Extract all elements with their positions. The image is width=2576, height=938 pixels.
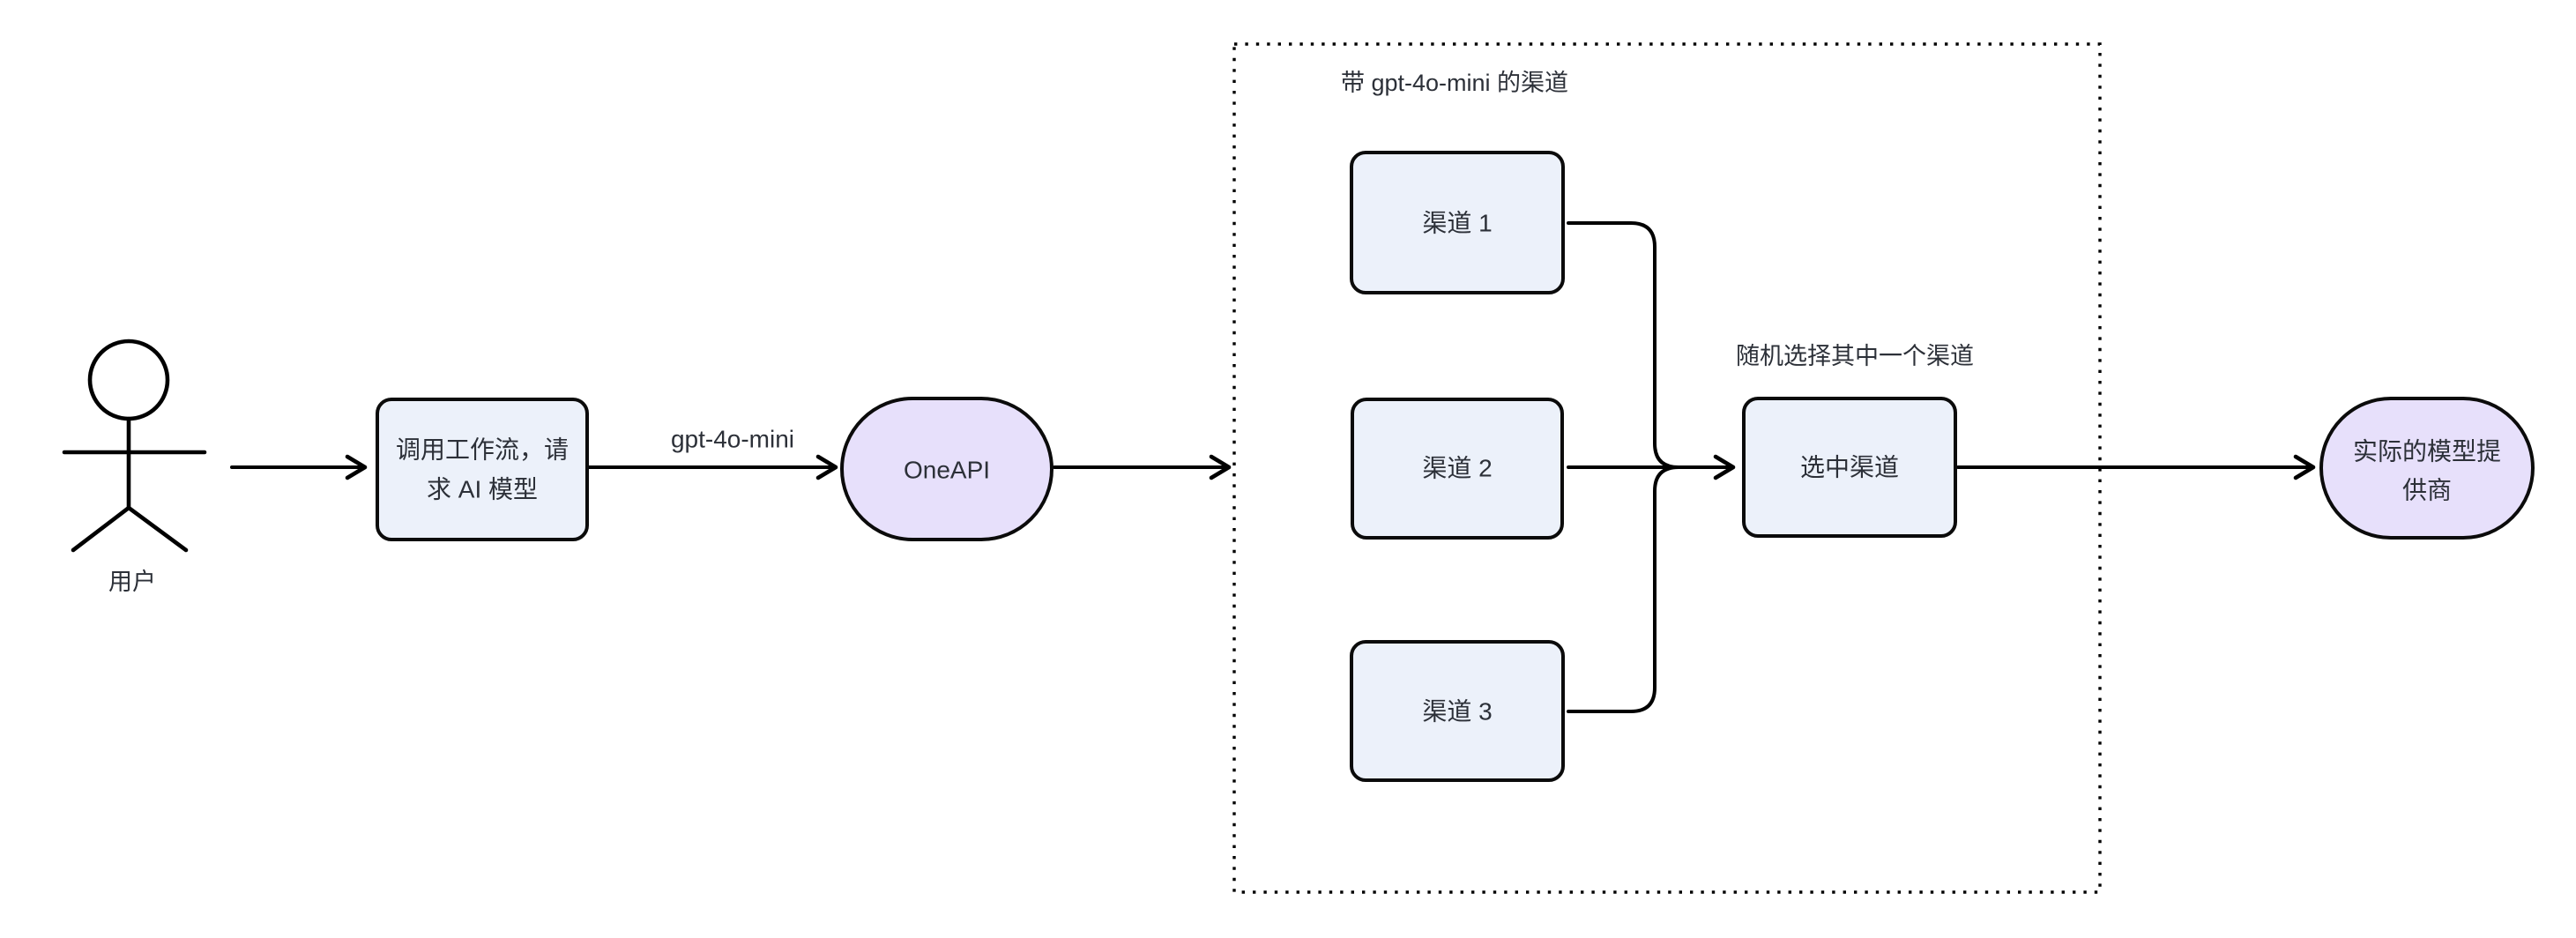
actor-label: 用户 [108,569,156,595]
node-channel3: 渠道 3 [1350,640,1565,782]
node-oneapi-label: OneAPI [904,457,990,484]
node-provider-shape [2319,397,2535,540]
node-channel2-label: 渠道 2 [1422,455,1492,482]
node-provider: 实际的模型提 供商 [2319,397,2535,540]
node-channel1-shape [1350,151,1565,294]
node-workflow-label-line2: 求 AI 模型 [427,476,538,503]
node-selected-channel-shape [1742,397,1957,538]
subgraph-channels: 带 gpt-4o-mini 的渠道 渠道 1 渠道 2 渠道 3 随机选择其中一… [1232,42,2102,894]
node-selected-channel-label: 选中渠道 [1800,454,1899,481]
node-oneapi-shape [840,397,1053,541]
node-channel2: 渠道 2 [1351,398,1564,540]
node-workflow-label-line1: 调用工作流，请 [396,436,569,464]
subgraph-title: 带 gpt-4o-mini 的渠道 [1341,70,1568,96]
actor-right-leg [126,505,189,553]
node-channel1-label: 渠道 1 [1422,210,1492,237]
node-provider-label-line1: 实际的模型提 [2353,438,2501,465]
node-workflow: 调用工作流，请 求 AI 模型 [376,398,589,541]
node-channel3-shape [1350,640,1565,782]
node-provider-label-line2: 供商 [2402,477,2452,504]
edge-channel1-to-junction [1567,221,1680,469]
node-oneapi: OneAPI [840,397,1053,541]
node-channel1: 渠道 1 [1350,151,1565,294]
edge-label-model: gpt-4o-mini [671,426,794,453]
node-channel3-label: 渠道 3 [1422,698,1492,726]
node-selected-channel: 选中渠道 [1742,397,1957,538]
actor-left-leg [71,505,131,553]
edge-channel3-to-junction [1567,465,1680,713]
node-workflow-shape [376,398,589,541]
annotation-random-select: 随机选择其中一个渠道 [1736,343,1974,369]
actor-head [87,339,170,421]
node-channel2-shape [1351,398,1564,540]
edges [230,221,2316,713]
actor-user: 用户 [62,339,207,595]
